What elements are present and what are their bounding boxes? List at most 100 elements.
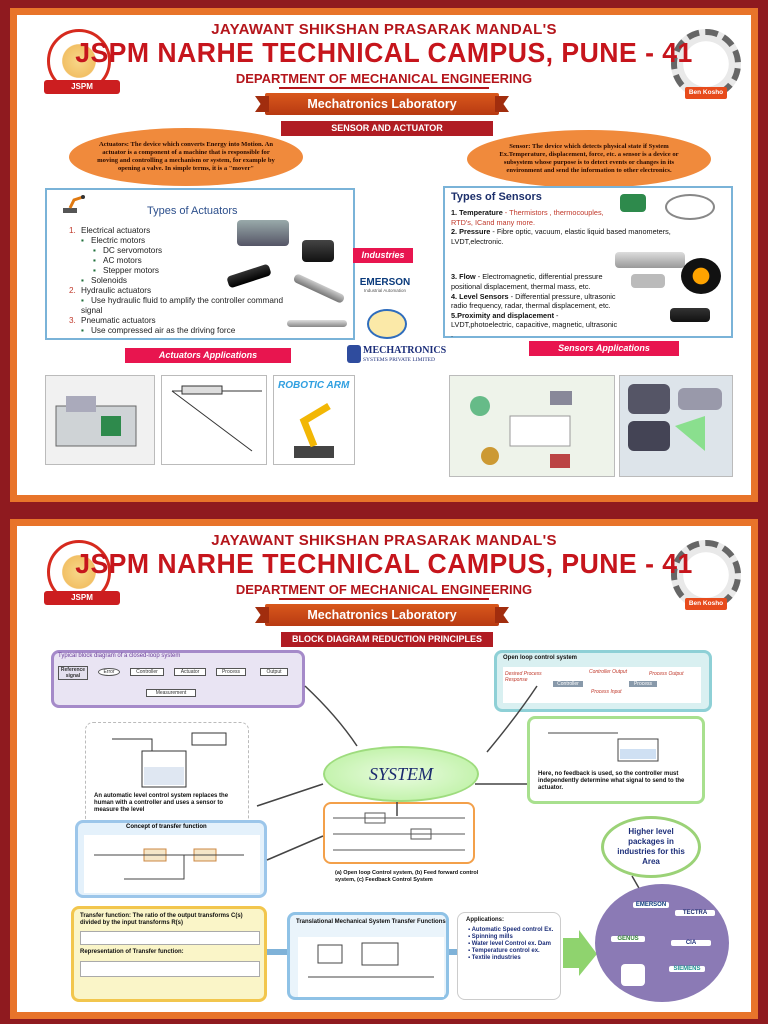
feedback-caption: (a) Open loop Control system, (b) Feed f… — [335, 870, 479, 883]
gear-badge-logo — [621, 964, 645, 986]
sensors-applications-tag: Sensors Applications — [529, 341, 679, 356]
robot-arm-thumbnail — [61, 194, 87, 214]
block-actuator: Actuator — [174, 668, 206, 676]
siemens-logo: SIEMENS — [669, 966, 705, 972]
pressure-sensor-image — [615, 252, 685, 268]
block-open-controller: Controller — [553, 681, 583, 687]
open-loop-panel: Open loop control system Desired Process… — [494, 650, 712, 712]
actuator-item: ▪Electric motors — [81, 236, 146, 245]
block-reference: Reference signal — [58, 666, 88, 680]
applications-panel: Applications: ▪ Automatic Speed control … — [457, 912, 561, 1000]
actuator-item: 2.Hydraulic actuators — [69, 286, 152, 295]
mass-spring-diagram — [298, 937, 444, 997]
gear-logo-banner: Ben Kosho shai — [685, 87, 727, 108]
closed-loop-panel: Typical block diagram of a closed-loop s… — [51, 650, 305, 708]
actuators-applications-tag: Actuators Applications — [125, 348, 291, 363]
section-bar: BLOCK DIAGRAM REDUCTION PRINCIPLES — [281, 632, 493, 647]
poster-1-canvas: JSPM Ben Kosho shai JAYAWANT SHIKSHAN PR… — [17, 15, 751, 495]
lab-ribbon: Mechatronics Laboratory — [265, 604, 499, 626]
higher-level-oval: Higher level packages in industries for … — [601, 816, 701, 878]
system-oval: SYSTEM — [323, 746, 479, 802]
level-sensor-image — [631, 274, 665, 288]
transfer-concept-title: Concept of transfer function — [126, 824, 207, 830]
application-item: ▪ Automatic Speed control Ex. — [468, 927, 554, 933]
label-process-input: Process Input — [591, 689, 622, 695]
applications-title: Applications: — [466, 917, 505, 923]
block-output: Output — [260, 668, 288, 676]
label-process-output: Process Output — [649, 671, 684, 677]
thermocouple-image — [665, 194, 715, 220]
block-process: Process — [216, 668, 246, 676]
tank-diagram — [548, 732, 659, 762]
application-item: ▪ Textile industries — [468, 955, 521, 961]
sensor-definition-oval: Sensor: The device which detects physica… — [467, 130, 711, 188]
actuator-item: ▪Stepper motors — [93, 266, 159, 275]
pneumatic-actuator-image — [287, 320, 347, 327]
campus-title: JSPM NARHE TECHNICAL CAMPUS, PUNE - 41 — [75, 37, 693, 68]
open-loop-strip: Desired Process Response Controller Outp… — [503, 667, 701, 703]
block-error: Error — [98, 668, 120, 676]
transfer-concept-diagram — [84, 835, 260, 893]
translational-panel: Translational Mechanical System Transfer… — [287, 912, 449, 1000]
application-item: ▪ Water level Control ex. Dam — [468, 941, 551, 947]
transfer-definition: Transfer function: The ratio of the outp… — [80, 913, 243, 926]
sensors-title: Types of Sensors — [451, 191, 542, 203]
sensor-item: 3. Flow - Electromagnetic, differential … — [451, 272, 603, 291]
gear-logo-banner: Ben Kosho shai — [685, 598, 727, 619]
actuators-list: 1.Electrical actuators ▪Electric motors … — [69, 226, 309, 336]
robotic-arm-image: ROBOTIC ARM — [273, 375, 355, 465]
poster-block-diagram: JSPM Ben Kosho shai JAYAWANT SHIKSHAN PR… — [10, 519, 758, 1019]
smart-city-sensors-image — [449, 375, 615, 477]
actuator-item: ▪Solenoids — [81, 276, 127, 285]
poster-sensor-actuator: JSPM Ben Kosho shai JAYAWANT SHIKSHAN PR… — [10, 8, 758, 502]
application-item: ▪ Temperature control ex. — [468, 948, 540, 954]
section-bar: SENSOR AND ACTUATOR — [281, 121, 493, 136]
label-desired-response: Desired Process Response — [505, 671, 542, 683]
department-title: DEPARTMENT OF MECHANICAL ENGINEERING — [17, 71, 751, 89]
actuator-item: ▪Use compressed air as the driving force — [81, 326, 236, 335]
higher-level-text: Higher level packages in industries for … — [617, 827, 685, 866]
closed-loop-title: Typical block diagram of a closed-loop s… — [58, 653, 181, 659]
actuator-item: 3.Pneumatic actuators — [69, 316, 156, 325]
feedback-control-panel — [323, 802, 475, 864]
org-name: JAYAWANT SHIKSHAN PRASARAK MANDAL'S — [211, 21, 557, 38]
robotic-arm-title: ROBOTIC ARM — [278, 380, 350, 391]
actuator-definition: Actuators: The device which converts Ene… — [97, 140, 275, 173]
car-parking-sensors-image — [619, 375, 733, 477]
sensor-item: 4. Level Sensors - Differential pressure… — [451, 291, 616, 311]
industry-logos-circle: EMERSON TECTRA GENUS CIA SIEMENS — [595, 884, 729, 1002]
actuator-item: ▪DC servomotors — [93, 246, 163, 255]
lab-ribbon: Mechatronics Laboratory — [265, 93, 499, 115]
org-name: JAYAWANT SHIKSHAN PRASARAK MANDAL'S — [211, 532, 557, 549]
actuators-title: Types of Actuators — [147, 205, 238, 217]
transfer-concept-panel: Concept of transfer function — [75, 820, 267, 898]
sensors-panel: Types of Sensors 1. Temperature - Thermi… — [443, 186, 733, 339]
transfer-representation: Representation of Transfer function: — [80, 949, 184, 955]
block-open-process: Process — [629, 681, 657, 687]
transfer-equation-1 — [80, 931, 260, 945]
no-feedback-caption: Here, no feedback is used, so the contro… — [538, 771, 685, 791]
open-loop-title: Open loop control system — [503, 655, 578, 661]
application-item: ▪ Spinning mills — [468, 934, 513, 940]
no-feedback-panel: Here, no feedback is used, so the contro… — [527, 716, 705, 804]
actuators-panel: Types of Actuators 1.Electrical actuator… — [45, 188, 355, 340]
campus-title: JSPM NARHE TECHNICAL CAMPUS, PUNE - 41 — [75, 548, 693, 579]
solenoid-image — [302, 240, 334, 262]
seal-logo — [367, 309, 407, 339]
tectra-logo: TECTRA — [675, 910, 715, 916]
actuator-item: 1.Electrical actuators — [69, 226, 151, 235]
transfer-equation-2 — [80, 961, 260, 977]
gate-actuator-diagram — [161, 375, 267, 465]
automation-cell-image — [45, 375, 155, 465]
block-controller: Controller — [130, 668, 164, 676]
transfer-definition-panel: Transfer function: The ratio of the outp… — [71, 906, 267, 1002]
department-title: DEPARTMENT OF MECHANICAL ENGINEERING — [17, 582, 751, 600]
poster-2-canvas: JSPM Ben Kosho shai JAYAWANT SHIKSHAN PR… — [17, 526, 751, 1012]
translational-title: Translational Mechanical System Transfer… — [296, 919, 446, 925]
actuator-item: ▪AC motors — [93, 256, 142, 265]
industries-tag: Industries — [353, 248, 413, 263]
actuator-definition-oval: Actuators: The device which converts Ene… — [69, 128, 303, 186]
sensor-definition: Sensor: The device which detects physica… — [499, 142, 679, 175]
level-control-caption: An automatic level control system replac… — [94, 793, 229, 813]
circuit-board-image — [620, 194, 646, 212]
